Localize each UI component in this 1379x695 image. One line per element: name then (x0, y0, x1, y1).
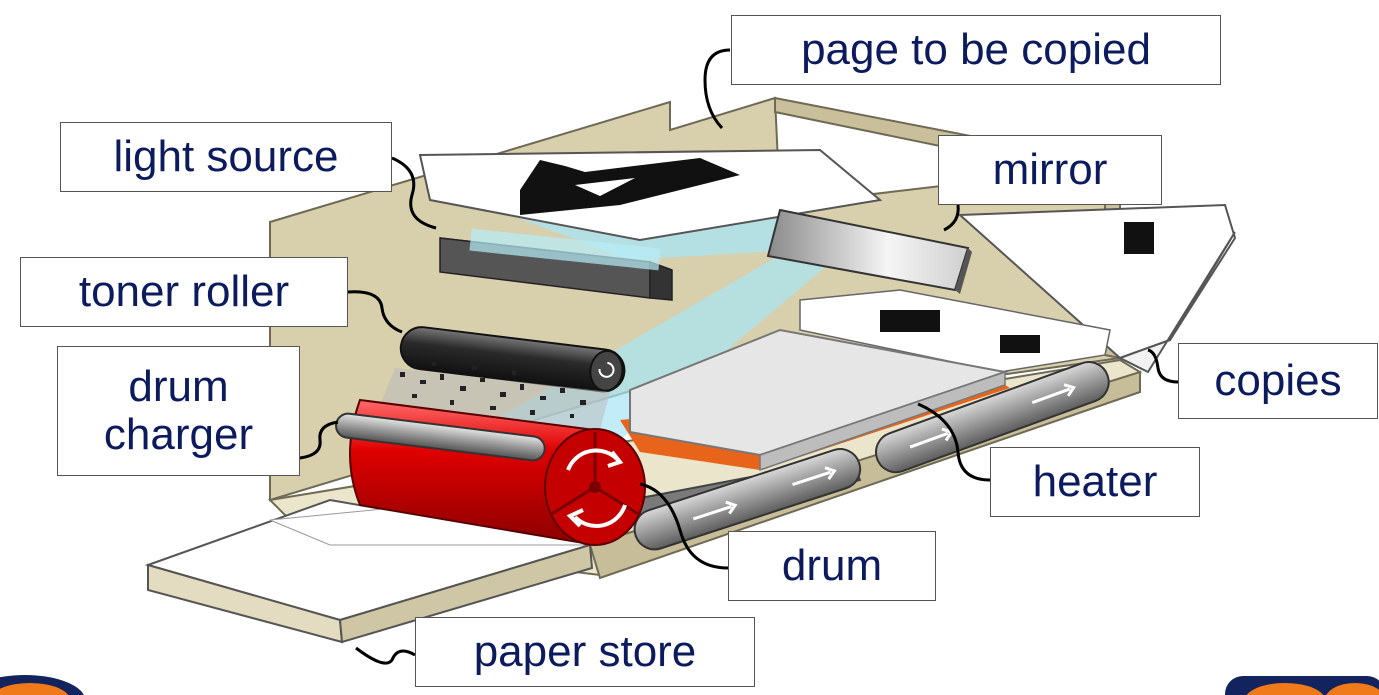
copies-print-mark (1124, 222, 1154, 254)
logo-left-corner (0, 675, 85, 695)
label-drum-charger-line1: drum (128, 363, 228, 411)
copy-mark-1 (880, 310, 940, 332)
label-drum-charger: drum charger (57, 346, 300, 476)
label-heater: heater (990, 447, 1200, 517)
label-drum-charger-line2: charger (104, 411, 253, 459)
label-drum: drum (728, 531, 936, 601)
label-paper-store: paper store (415, 617, 755, 687)
label-page-to-be-copied: page to be copied (731, 15, 1221, 85)
leader-paper-store (356, 648, 415, 663)
label-copies: copies (1178, 343, 1378, 419)
label-toner-roller: toner roller (20, 257, 348, 327)
copy-mark-2 (1000, 335, 1040, 353)
label-mirror: mirror (938, 135, 1162, 205)
logo-right-corner (1225, 676, 1379, 695)
label-light-source: light source (60, 122, 392, 192)
